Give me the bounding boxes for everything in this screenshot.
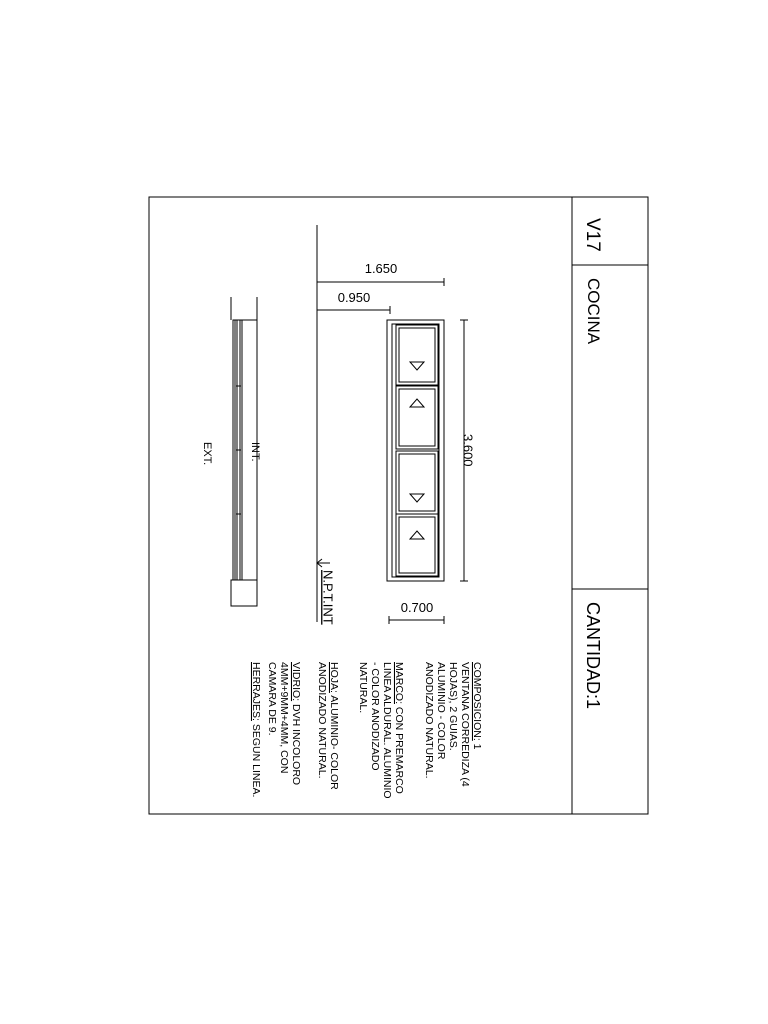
spec-marco: MARCO: CON PREMARCO LINEA ALDURAL. ALUMI… xyxy=(357,662,405,799)
sash-4-glass xyxy=(398,516,436,574)
title-room-group: COCINA xyxy=(584,278,603,345)
elevation-view xyxy=(316,225,468,624)
sash-3 xyxy=(395,450,439,515)
dim-length-label: 3.600 xyxy=(460,434,475,467)
spec-hoja: HOJA: ALUMINIO- COLOR ANODIZADO NATURAL. xyxy=(316,662,340,790)
sill-block xyxy=(230,579,258,607)
sash-1-glass xyxy=(398,327,436,383)
spec-line: HERRAJES: SEGUN LINEA. xyxy=(250,662,262,797)
floor-level-label: N.P.T.INT xyxy=(320,570,335,625)
quantity-label: CANTIDAD:1 xyxy=(583,602,603,709)
sash-2-arrow-up-icon xyxy=(408,398,426,408)
spec-line: NATURAL. xyxy=(357,662,369,713)
title-code-group: V17 xyxy=(582,218,603,252)
spec-vidrio: VIDRIO: DVH INCOLORO 4MM+9MM+4MM, CON CA… xyxy=(266,662,302,785)
spec-line: CAMARA DE 9. xyxy=(266,662,278,736)
dim-depth-label: 0.700 xyxy=(401,600,434,615)
spec-line: HOJA: ALUMINIO- COLOR xyxy=(328,662,340,790)
sash-2-glass xyxy=(398,388,436,447)
window-frame-inner xyxy=(391,323,440,578)
sash-1 xyxy=(395,324,439,386)
spec-line: HOJAS), 2 GUIAS. xyxy=(447,662,459,751)
spec-line: VIDRIO: DVH INCOLORO xyxy=(290,662,302,785)
spec-label: MARCO: xyxy=(393,662,405,704)
floor-level-arrow xyxy=(316,558,323,568)
floor-level-group: N.P.T.INT xyxy=(320,570,335,625)
interior-label: INT. xyxy=(249,442,261,462)
spec-line: MARCO: CON PREMARCO xyxy=(393,662,405,794)
sash-2 xyxy=(395,385,439,450)
dim-sill-height-label: 0.950 xyxy=(338,290,371,305)
spec-line: LINEA ALDURAL. ALUMINIO xyxy=(381,662,393,799)
exterior-label-group: EXT. xyxy=(201,442,213,465)
spec-line: ANODIZADO NATURAL. xyxy=(316,662,328,778)
sash-4 xyxy=(395,513,439,577)
spec-line: 4MM+9MM+4MM, CON xyxy=(278,662,290,773)
sash-4-arrow-up-icon xyxy=(408,530,426,540)
dim-total-width-label: 1.650 xyxy=(365,261,398,276)
dim-length-group: 3.600 xyxy=(460,434,475,467)
title-quantity-group: CANTIDAD:1 xyxy=(583,602,603,709)
exterior-label: EXT. xyxy=(201,442,213,465)
spec-line: - COLOR ANODIZADO xyxy=(369,662,381,771)
spec-line: COMPOSICION: 1 xyxy=(471,662,483,750)
sash-3-arrow-down-icon xyxy=(408,493,426,503)
section-view xyxy=(230,297,258,607)
window-code: V17 xyxy=(582,218,603,252)
window-frame-outer xyxy=(386,319,445,582)
sash-3-glass xyxy=(398,453,436,512)
spec-line: VENTANA CORREDIZA (4 xyxy=(459,662,471,787)
spec-label: HOJA: xyxy=(328,662,340,693)
room-name: COCINA xyxy=(584,278,603,345)
sheet-border xyxy=(148,196,649,815)
spec-line: ALUMINIO - COLOR xyxy=(435,662,447,760)
sash-1-arrow-down-icon xyxy=(408,361,426,371)
spec-line: ANODIZADO NATURAL. xyxy=(423,662,435,778)
spec-label: VIDRIO: xyxy=(290,662,302,701)
spec-herrajes: HERRAJES: SEGUN LINEA. xyxy=(250,662,262,797)
spec-label: HERRAJES: xyxy=(250,662,262,721)
spec-composicion: COMPOSICION: 1 VENTANA CORREDIZA (4 HOJA… xyxy=(423,662,483,787)
spec-label: COMPOSICION: xyxy=(471,662,483,741)
interior-label-group: INT. xyxy=(249,442,261,462)
